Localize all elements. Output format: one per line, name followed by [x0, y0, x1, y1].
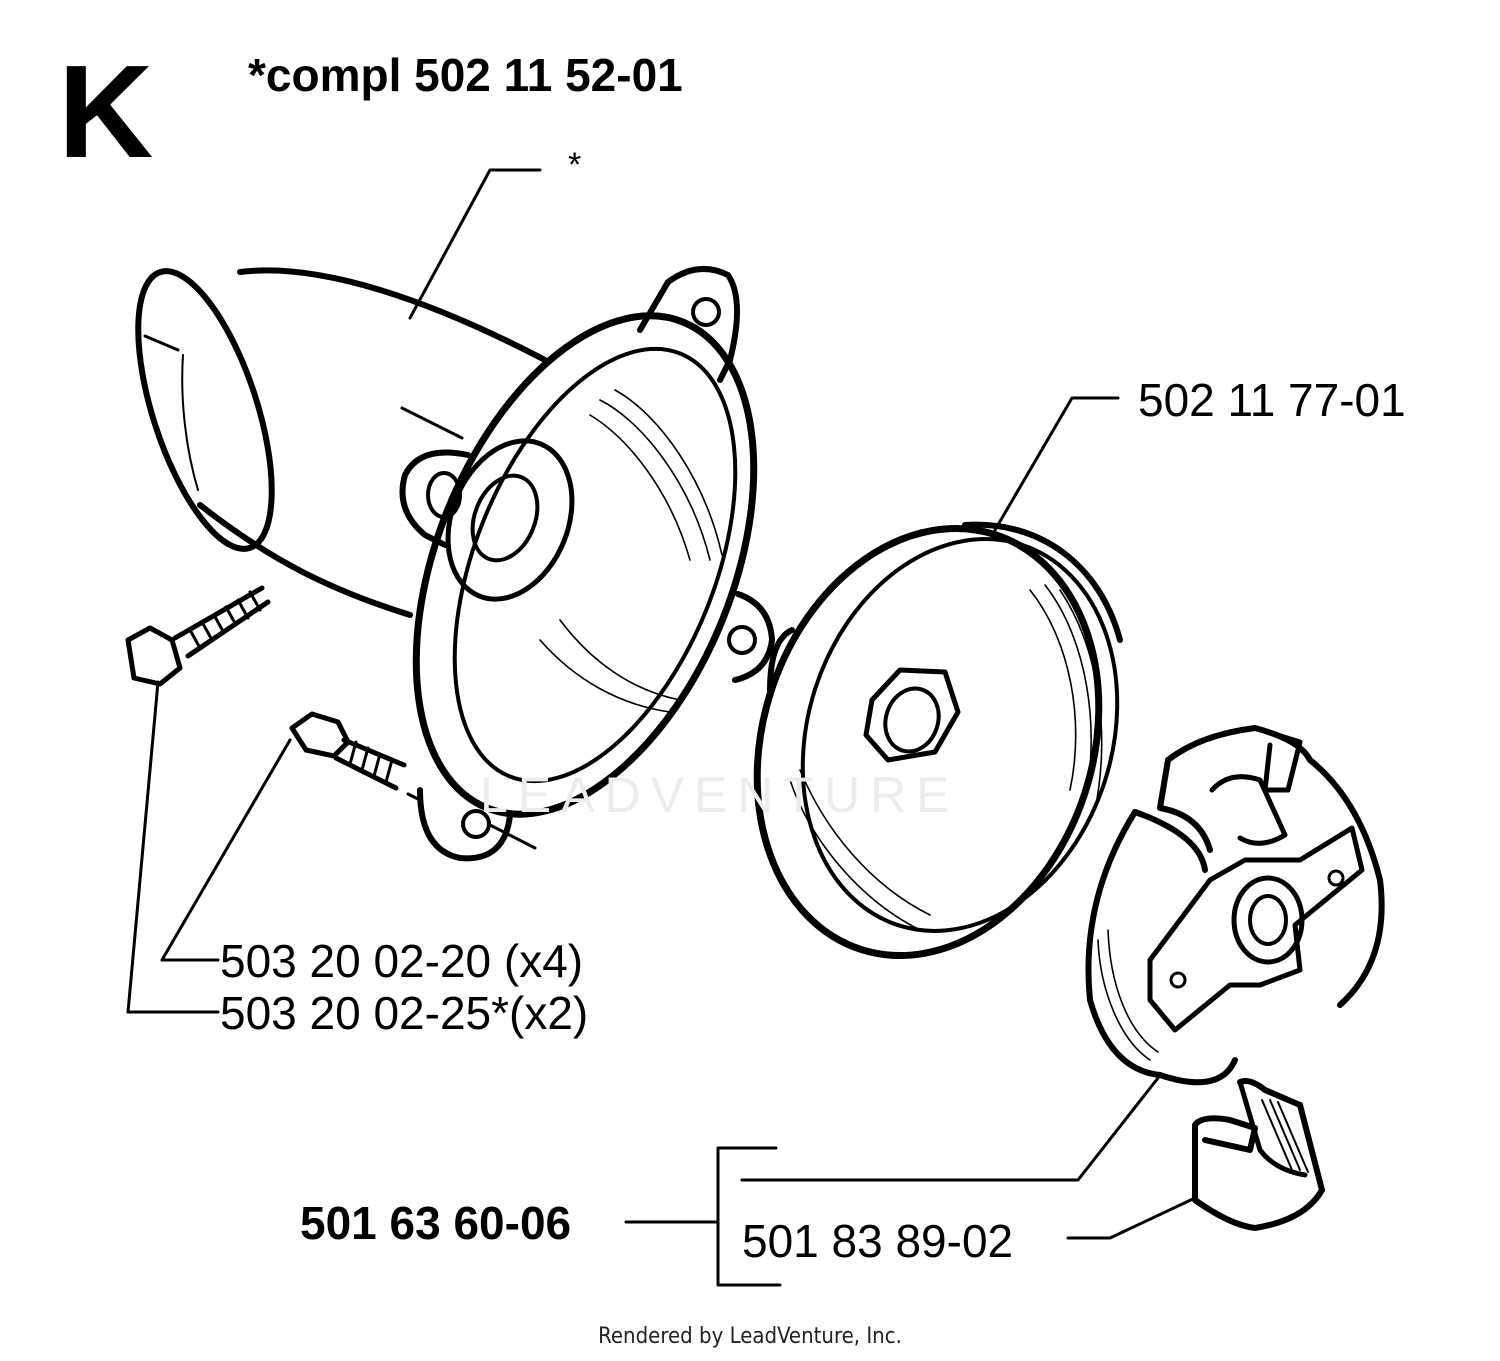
clutch-shoe	[1192, 1078, 1325, 1231]
watermark: LEADVENTURE	[480, 767, 960, 823]
screw-short	[289, 711, 422, 802]
clutch-drum	[753, 521, 1123, 960]
section-letter: K	[58, 38, 154, 185]
part-label-clutch-drum: 502 11 77-01	[1138, 374, 1406, 426]
part-label-screw-a: 503 20 02-20 (x4)	[220, 935, 584, 987]
housing-callout: *	[568, 146, 582, 184]
part-label-clutch-shoe: 501 83 89-02	[742, 1215, 1014, 1267]
leader-lines	[126, 168, 1197, 1287]
gear-housing	[135, 265, 775, 862]
part-label-clutch-assembly: 501 63 60-06	[300, 1197, 572, 1249]
kit-label: *compl 502 11 52-01	[248, 49, 683, 101]
screw-long	[125, 585, 271, 687]
footer-credit: Rendered by LeadVenture, Inc.	[598, 1324, 902, 1349]
part-label-screw-b: 503 20 02-25*(x2)	[220, 987, 589, 1039]
clutch-assembly	[1085, 725, 1385, 1086]
